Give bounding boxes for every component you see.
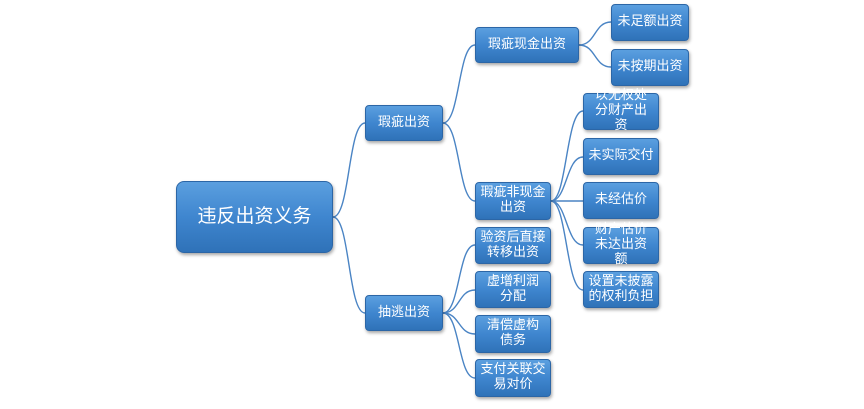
subbranch-node-noncash[interactable]: 瑕疵非现金出资 bbox=[475, 182, 551, 220]
subbranch-node-inflated-profit[interactable]: 虚增利润分配 bbox=[475, 271, 551, 308]
subbranch-label: 瑕疵现金出资 bbox=[487, 36, 566, 52]
leaf-node-insufficient[interactable]: 未足额出资 bbox=[611, 4, 689, 41]
leaf-label: 未按期出资 bbox=[617, 59, 683, 75]
branch-label: 抽逃出资 bbox=[377, 304, 430, 320]
leaf-label: 未足额出资 bbox=[617, 14, 683, 30]
leaf-label: 设置未披露的权利负担 bbox=[588, 273, 654, 304]
leaf-node-undisclosed-burden[interactable]: 设置未披露的权利负担 bbox=[583, 271, 659, 308]
connector-branch2-item4 bbox=[442, 312, 476, 379]
subbranch-label: 验资后直接转移出资 bbox=[480, 229, 546, 260]
subbranch-node-cash[interactable]: 瑕疵现金出资 bbox=[475, 27, 579, 63]
subbranch-label: 虚增利润分配 bbox=[486, 273, 539, 304]
branch-node-defective-contribution[interactable]: 瑕疵出资 bbox=[365, 105, 443, 141]
connector-branch1-cash bbox=[442, 44, 476, 124]
leaf-node-valuation-short[interactable]: 财产估价未达出资额 bbox=[583, 222, 659, 267]
connector-cash-leaf2 bbox=[578, 44, 612, 68]
connector-branch2-item1 bbox=[442, 244, 476, 314]
connector-branch1-noncash bbox=[442, 122, 476, 202]
connector-branch2-item2 bbox=[442, 289, 476, 314]
root-node[interactable]: 违反出资义务 bbox=[176, 181, 333, 253]
branch-label: 瑕疵出资 bbox=[377, 114, 430, 130]
leaf-node-late[interactable]: 未按期出资 bbox=[611, 49, 689, 86]
leaf-label: 未实际交付 bbox=[588, 148, 654, 164]
connector-noncash-leaf1 bbox=[550, 110, 584, 202]
subbranch-label: 清偿虚构债务 bbox=[486, 318, 539, 348]
branch-node-withdrawal[interactable]: 抽逃出资 bbox=[365, 295, 443, 331]
subbranch-node-related-transaction[interactable]: 支付关联交易对价 bbox=[475, 359, 551, 397]
connector-branch2-item3 bbox=[442, 312, 476, 335]
leaf-label: 以无权处分财产出资 bbox=[594, 88, 647, 133]
subbranch-node-transfer-after-verification[interactable]: 验资后直接转移出资 bbox=[475, 227, 551, 264]
subbranch-label: 支付关联交易对价 bbox=[480, 362, 546, 392]
connector-root-branch2 bbox=[332, 216, 366, 314]
subbranch-node-fictitious-debt[interactable]: 清偿虚构债务 bbox=[475, 315, 551, 353]
leaf-node-unauthorized-disposal[interactable]: 以无权处分财产出资 bbox=[583, 88, 659, 133]
leaf-label: 财产估价未达出资额 bbox=[594, 222, 647, 267]
leaf-label: 未经估价 bbox=[594, 192, 647, 208]
connector-cash-leaf1 bbox=[578, 21, 612, 46]
connector-noncash-leaf2 bbox=[550, 156, 584, 202]
leaf-node-not-valued[interactable]: 未经估价 bbox=[583, 182, 659, 219]
leaf-node-not-delivered[interactable]: 未实际交付 bbox=[583, 138, 659, 175]
connector-noncash-leaf5 bbox=[550, 200, 584, 291]
connector-root-branch1 bbox=[332, 122, 366, 218]
connector-noncash-leaf4 bbox=[550, 200, 584, 246]
root-label: 违反出资义务 bbox=[197, 205, 312, 228]
subbranch-label: 瑕疵非现金出资 bbox=[480, 185, 546, 215]
